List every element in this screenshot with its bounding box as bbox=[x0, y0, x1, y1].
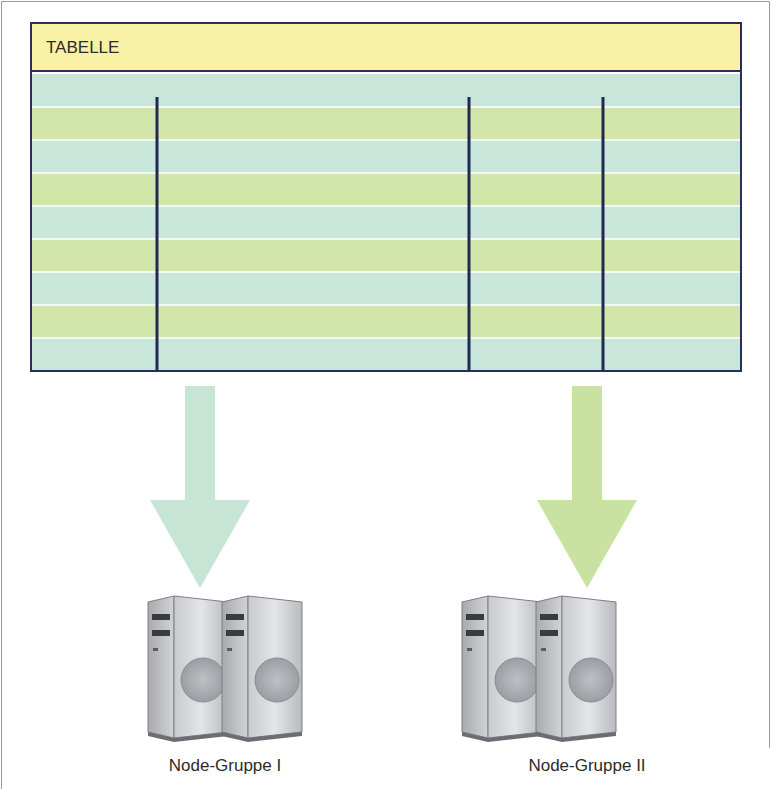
table-header: TABELLE bbox=[32, 24, 740, 72]
node-group: Node-Gruppe II bbox=[477, 592, 697, 784]
server-icons bbox=[148, 596, 616, 742]
node-group: Node-Gruppe I bbox=[115, 592, 335, 784]
group-label: Node-Gruppe I bbox=[169, 756, 281, 776]
table-title: TABELLE bbox=[46, 38, 726, 58]
group-label: Node-Gruppe II bbox=[528, 756, 645, 776]
flow-arrow bbox=[150, 386, 250, 588]
column-dividers bbox=[157, 97, 603, 372]
row-separators bbox=[32, 107, 740, 338]
flow-arrow bbox=[537, 386, 637, 588]
table-rows bbox=[32, 74, 740, 371]
table-box: TABELLE bbox=[30, 22, 742, 372]
